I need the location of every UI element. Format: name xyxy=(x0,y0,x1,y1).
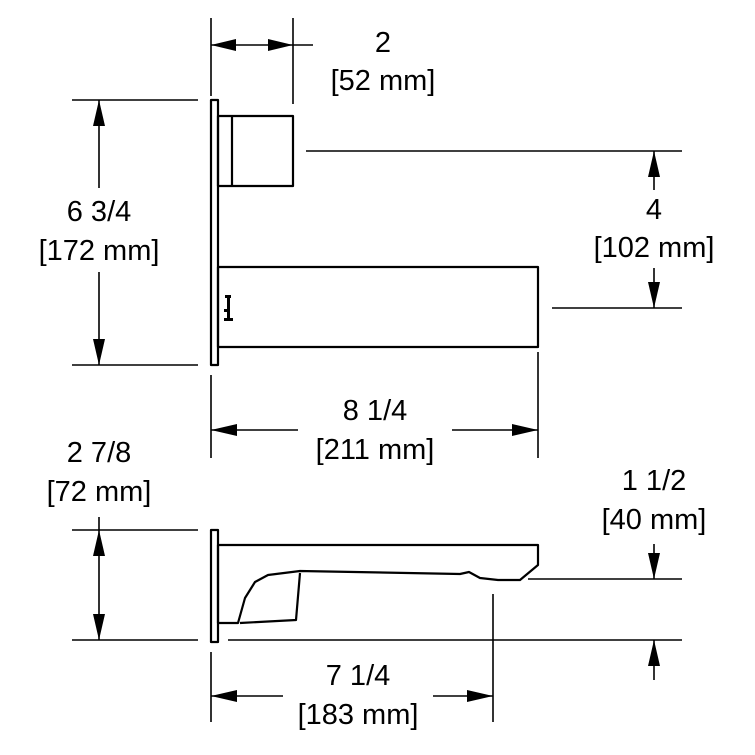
side-height-imperial: 2 7/8 xyxy=(67,437,132,469)
outlet-reach-metric: [183 mm] xyxy=(298,699,419,731)
arrowhead xyxy=(211,690,237,702)
spout-length-metric: [211 mm] xyxy=(316,434,435,466)
arrowhead xyxy=(467,690,493,702)
outlet-reach-imperial: 7 1/4 xyxy=(326,660,391,692)
arrowhead xyxy=(648,553,660,579)
spout-length-imperial: 8 1/4 xyxy=(343,395,408,427)
outlet-height-metric: [40 mm] xyxy=(602,504,707,536)
side-view: 2 7/8 [72 mm] 1 1/2 [40 mm] 7 1/4 [183 m… xyxy=(47,437,707,731)
arrowhead xyxy=(93,339,105,365)
arrowhead xyxy=(93,614,105,640)
handle-depth-metric: [52 mm] xyxy=(331,65,436,97)
center-spacing-metric: [102 mm] xyxy=(594,232,715,264)
outlet-height-imperial: 1 1/2 xyxy=(622,465,687,497)
arrowhead xyxy=(93,100,105,126)
spout-inner-edge xyxy=(239,572,302,625)
spout-profile xyxy=(216,543,540,625)
arrowhead xyxy=(211,39,236,51)
handle-depth-imperial: 2 xyxy=(375,27,391,59)
wall-plate-front xyxy=(209,98,220,367)
plate-height-imperial: 6 3/4 xyxy=(67,196,132,228)
front-view: 2 [52 mm] 6 3/4 [172 mm] 4 [102 mm] 8 1/… xyxy=(39,18,715,466)
spout-body-front xyxy=(216,265,540,349)
arrowhead xyxy=(512,424,538,436)
center-spacing-imperial: 4 xyxy=(646,194,662,226)
side-height-metric: [72 mm] xyxy=(47,476,152,508)
arrowhead xyxy=(211,424,237,436)
plate-height-metric: [172 mm] xyxy=(39,235,160,267)
arrowhead xyxy=(648,640,660,666)
handle-body xyxy=(216,114,295,188)
arrowhead xyxy=(648,282,660,308)
arrowhead xyxy=(93,530,105,556)
arrowhead xyxy=(648,151,660,177)
logo-mark xyxy=(224,295,233,321)
arrowhead xyxy=(268,39,293,51)
